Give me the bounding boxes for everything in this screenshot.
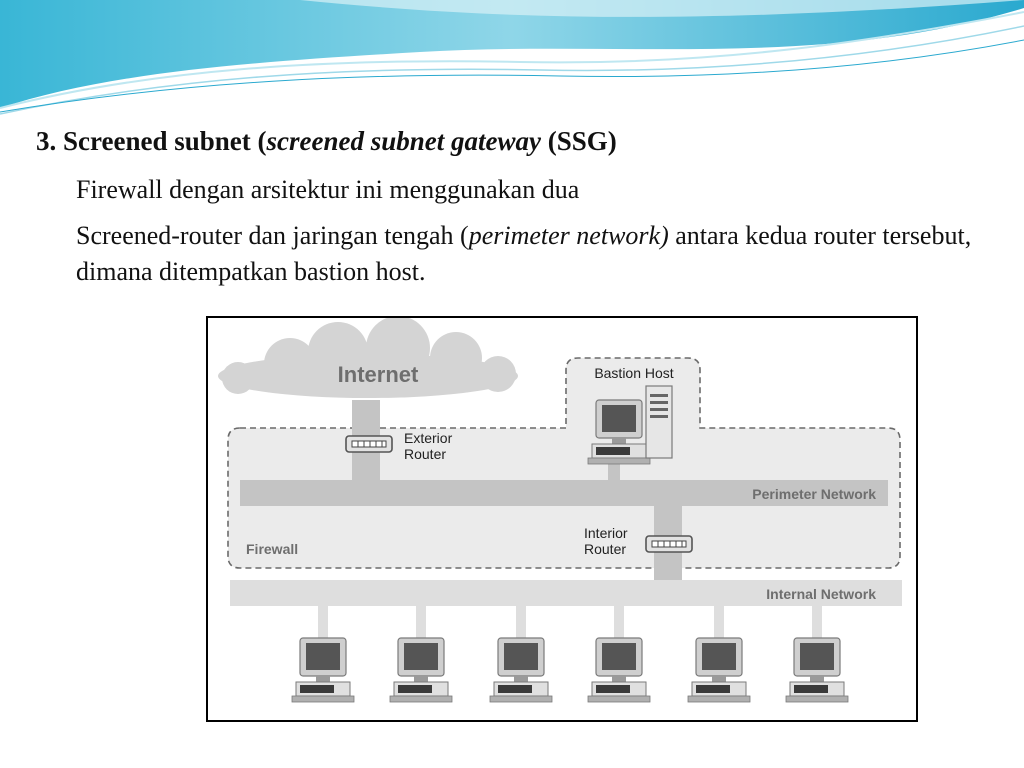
client-computer-icon bbox=[587, 637, 651, 703]
client-computer-icon bbox=[785, 637, 849, 703]
perimeter-network-bus bbox=[240, 480, 888, 506]
internal-network-label: Internal Network bbox=[766, 586, 876, 602]
perimeter-network-label: Perimeter Network bbox=[752, 486, 876, 502]
paragraph-perimeter-description: Screened-router dan jaringan tengah (per… bbox=[76, 221, 972, 286]
internal-network-bus bbox=[230, 580, 902, 606]
header-wave-decoration bbox=[0, 0, 1024, 115]
slide-heading: 3. Screened subnet (screened subnet gate… bbox=[36, 126, 617, 156]
internet-label: Internet bbox=[338, 362, 419, 387]
exterior-router-label-line2: Router bbox=[404, 446, 446, 462]
client-computer-icon bbox=[489, 637, 553, 703]
client-computer-icon bbox=[687, 637, 751, 703]
internet-cloud bbox=[218, 318, 518, 398]
interior-router-icon bbox=[645, 535, 693, 553]
bastion-host-label: Bastion Host bbox=[594, 365, 673, 381]
firewall-label: Firewall bbox=[246, 541, 298, 557]
network-diagram: Internet Bastion Host Exterior Router Pe… bbox=[206, 316, 918, 722]
exterior-router-label-line1: Exterior bbox=[404, 430, 453, 446]
bastion-host-icon bbox=[587, 385, 673, 465]
diagram-canvas: Internet Bastion Host Exterior Router Pe… bbox=[218, 318, 902, 703]
exterior-router-icon bbox=[345, 435, 393, 453]
interior-router-label-line2: Router bbox=[584, 541, 626, 557]
client-computer-icon bbox=[389, 637, 453, 703]
interior-router-label-line1: Interior bbox=[584, 525, 628, 541]
paragraph-firewall-intro: Firewall dengan arsitektur ini menggunak… bbox=[76, 175, 580, 204]
firewall-zone bbox=[227, 357, 901, 569]
client-computer-icon bbox=[291, 637, 355, 703]
client-drops bbox=[318, 606, 822, 638]
